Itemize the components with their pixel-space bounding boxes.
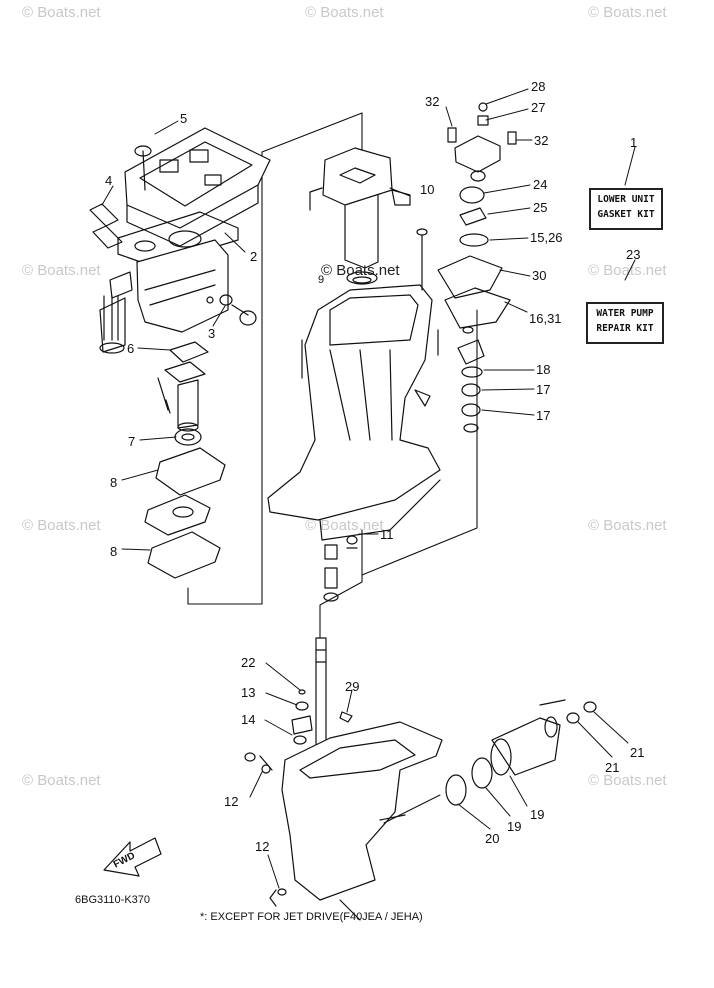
gasket	[117, 211, 239, 267]
bushing-parts	[323, 535, 358, 602]
shaft-small-parts	[291, 689, 353, 745]
callout-29: 29	[345, 679, 360, 694]
callout-8: 8	[110, 475, 118, 490]
upper-casing	[124, 127, 271, 247]
callout-4: 4	[105, 173, 113, 188]
callout-22: 22	[241, 655, 256, 670]
leader-lines	[101, 88, 636, 889]
callout-16-31: 16,31	[529, 311, 562, 326]
callout-6: 6	[127, 341, 135, 356]
callout-12: 12	[224, 794, 239, 809]
callout-27: 27	[531, 100, 546, 115]
callout-5: 5	[180, 111, 188, 126]
callout-32: 32	[425, 94, 440, 109]
plate-gasket	[157, 341, 209, 432]
diagram-code: 6BG3110-K370	[75, 894, 151, 906]
lower-gaskets	[144, 447, 226, 579]
lower-unit-gasket-kit-box: LOWER UNIT GASKET KIT	[589, 188, 663, 230]
callout-19: 19	[507, 819, 522, 834]
kit-line: REPAIR KIT	[596, 323, 654, 334]
exhaust-manifold	[136, 239, 229, 333]
callout-23: 23	[626, 247, 641, 262]
callout-9: 9	[318, 274, 325, 286]
callout-10: 10	[420, 182, 435, 197]
callout-25: 25	[533, 200, 548, 215]
drive-shaft-housing	[267, 228, 441, 541]
drain-plug	[219, 294, 257, 326]
callout-14: 14	[241, 712, 256, 727]
callout-20: 20	[485, 831, 500, 846]
watermark: © Boats.net	[588, 262, 667, 279]
callout-17: 17	[536, 408, 551, 423]
callout-11: 11	[380, 527, 394, 542]
watermark: © Boats.net	[305, 517, 384, 534]
kit-line: LOWER UNIT	[597, 194, 655, 205]
callout-32: 32	[534, 133, 549, 148]
footnote: *: EXCEPT FOR JET DRIVE(F40JEA / JEHA)	[200, 911, 423, 923]
watermark: © Boats.net	[22, 262, 101, 279]
water-pump-stack	[437, 102, 517, 433]
callout-3: 3	[208, 326, 216, 341]
callout-15-26: 15,26	[530, 230, 563, 245]
water-pump-repair-kit-box: WATER PUMP REPAIR KIT	[586, 302, 664, 344]
callout-18: 18	[536, 362, 551, 377]
kit-line: GASKET KIT	[597, 209, 655, 220]
watermark: © Boats.net	[588, 517, 667, 534]
callout-21: 21	[605, 760, 620, 775]
callout-21: 21	[630, 745, 645, 760]
callout-2: 2	[250, 249, 258, 264]
exhaust-upper	[309, 147, 411, 285]
fwd-arrow-icon	[103, 837, 162, 877]
watermark: © Boats.net	[588, 772, 667, 789]
callout-30: 30	[532, 268, 547, 283]
watermark: © Boats.net	[22, 772, 101, 789]
group-bracket	[187, 112, 478, 641]
kit-line: WATER PUMP	[596, 308, 654, 319]
watermark: © Boats.net	[22, 4, 101, 21]
callout-8: 8	[110, 544, 118, 559]
watermark: © Boats.net	[305, 4, 384, 21]
watermark: © Boats.net	[22, 517, 101, 534]
callout-24: 24	[533, 177, 548, 192]
watermark: © Boats.net	[588, 4, 667, 21]
exhaust-guide	[89, 203, 133, 354]
callout-28: 28	[531, 79, 546, 94]
callout-19: 19	[530, 807, 545, 822]
callout-12: 12	[255, 839, 270, 854]
callout-1: 1	[630, 135, 638, 150]
callout-7: 7	[128, 434, 136, 449]
gear-case	[244, 721, 443, 921]
drive-shaft	[315, 637, 327, 746]
callout-17: 17	[536, 382, 551, 397]
center-watermark: © Boats.net	[321, 262, 400, 279]
callout-13: 13	[241, 685, 256, 700]
prop-housing	[445, 699, 597, 806]
